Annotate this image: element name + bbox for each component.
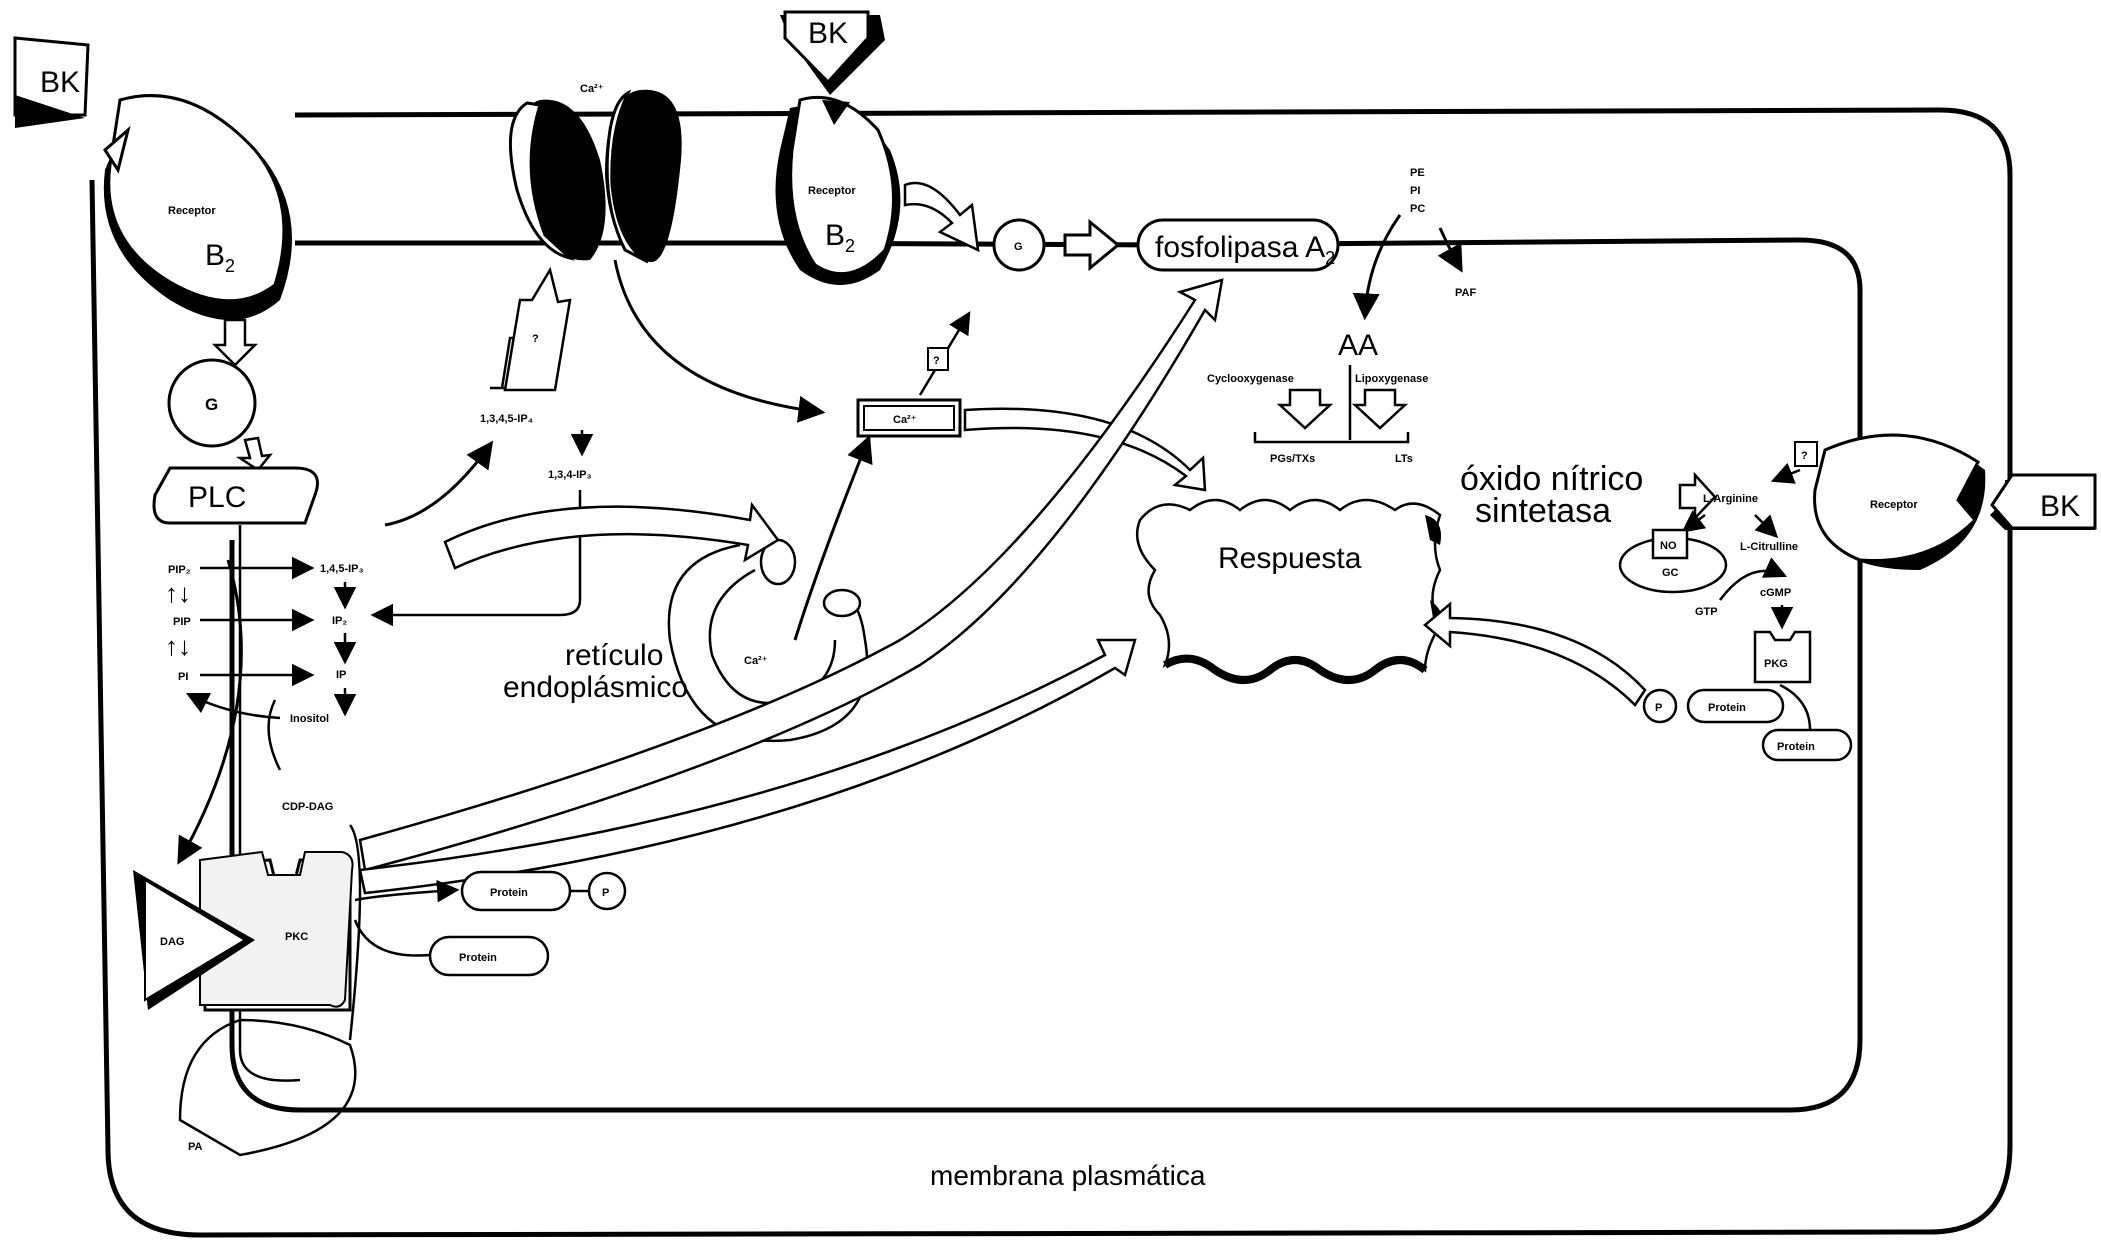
bk-ligand-left: BK	[13, 36, 90, 128]
paf-label: PAF	[1455, 287, 1476, 299]
arrow-receptor-to-g	[211, 318, 259, 367]
ca-er-label: Ca²⁺	[744, 655, 768, 667]
protein-pkg-2-label: Protein	[1777, 741, 1815, 753]
b2-center-label: B2	[825, 219, 855, 256]
fosfolipasa-label: fosfolipasa A2	[1155, 231, 1335, 268]
protein-lower-label: Protein	[459, 952, 497, 964]
bk-ligand-center: BK	[780, 10, 885, 95]
ca-box-label: Ca²⁺	[893, 414, 917, 426]
plc-enzyme: PLC	[152, 466, 319, 525]
receptor-right: Receptor	[1813, 433, 1986, 570]
inositol-label: Inositol	[290, 713, 329, 725]
cgmp-label: cGMP	[1760, 587, 1791, 599]
arrow-ca-to-respuesta	[963, 407, 1207, 492]
pi-label: PI	[178, 671, 188, 683]
lts-label: LTs	[1395, 453, 1413, 465]
pi-lipid-label: PI	[1410, 185, 1420, 197]
receptor-b2-left: Receptor B2	[103, 94, 292, 320]
l-arginine-label: L-Arginine	[1703, 493, 1758, 505]
no-label: NO	[1660, 540, 1677, 552]
receptor-right-label: Receptor	[1870, 499, 1918, 511]
ip3-145-label: 1,4,5-IP₃	[320, 563, 364, 575]
membrana-label: membrana plasmática	[930, 1160, 1206, 1191]
p-circle-2-label: P	[1655, 702, 1662, 714]
cdp-dag-label: CDP-DAG	[282, 801, 333, 813]
receptor-left-label: Receptor	[168, 205, 216, 217]
reticulo-label-1: retículo	[565, 639, 663, 672]
gc-label: GC	[1662, 567, 1679, 579]
question-ca-label: ?	[933, 355, 940, 367]
ip2-label: IP₂	[332, 615, 347, 627]
bk-label-center: BK	[808, 17, 848, 50]
arrow-ip3-to-er	[443, 501, 780, 570]
pgs-txs-label: PGs/TXs	[1270, 453, 1315, 465]
l-citrulline-label: L-Citrulline	[1740, 541, 1798, 553]
pip2-label: PIP₂	[168, 564, 191, 576]
ip4-label: 1,3,4,5-IP₄	[480, 413, 533, 425]
question-nos-label: ?	[1801, 450, 1808, 462]
respuesta-response: Respuesta	[1135, 498, 1442, 684]
arrow-pkc-to-pla2	[358, 278, 1224, 872]
dag-label: DAG	[160, 936, 184, 948]
svg-text:↑↓: ↑↓	[165, 578, 191, 608]
receptor-b2-center: Receptor B2	[775, 95, 901, 285]
g-protein-left	[167, 358, 257, 448]
ca-channel-label: Ca²⁺	[580, 83, 604, 95]
arrow-g-to-pla2	[1063, 218, 1121, 272]
ip3-134-label: 1,3,4-IP₃	[548, 469, 592, 481]
pkc-substrates: Protein P Protein	[353, 870, 627, 977]
arachidonic-acid-branch: PE PI PC PAF AA Cyclooxygenase Lipoxygen…	[1207, 167, 1476, 465]
g-center-label: G	[1014, 241, 1023, 253]
oxido-label-1: óxido nítrico	[1460, 460, 1643, 498]
pkg-label: PKG	[1764, 658, 1788, 670]
protein-p-label: Protein	[490, 887, 528, 899]
receptor-center-label: Receptor	[808, 185, 856, 197]
arrow-g-to-plc	[235, 436, 273, 472]
g-protein-center	[992, 218, 1046, 272]
inositol-phosphate-branch: 1,3,4,5-IP₄ 1,3,4-IP₃ ?	[370, 266, 594, 627]
cyclooxygenase-label: Cyclooxygenase	[1207, 373, 1294, 385]
pa-label: PA	[188, 1141, 203, 1153]
lipoxygenase-label: Lipoxygenase	[1355, 373, 1428, 385]
pe-label: PE	[1410, 167, 1425, 179]
respuesta-label: Respuesta	[1218, 542, 1362, 575]
svg-text:↑↓: ↑↓	[165, 631, 191, 661]
p-circle-1-label: P	[602, 887, 609, 899]
oxido-label-2: sintetasa	[1475, 492, 1611, 530]
phosphoinositide-cycle: PIP₂ PIP PI ↑↓ ↑↓ 1,4,5-IP₃ IP₂ IP Inosi…	[165, 525, 364, 1082]
arrow-pkc-to-respuesta	[358, 638, 1137, 895]
calcium-pool: Ca²⁺ ?	[856, 311, 971, 438]
g-left-label: G	[205, 395, 218, 414]
endoplasmic-reticulum: Ca²⁺ retículo endoplásmico	[503, 434, 873, 743]
ip-label: IP	[336, 669, 346, 681]
bk-ligand-right: BK	[1990, 473, 2097, 530]
phospholipase-a2: fosfolipasa A2	[1136, 218, 1340, 272]
nitric-oxide-pathway: óxido nítrico sintetasa L-Arginine L-Cit…	[1423, 441, 1853, 762]
plasma-membrane	[89, 107, 2013, 1238]
question-ip4-label: ?	[532, 333, 539, 345]
arrow-receptor-to-g-center	[903, 181, 980, 253]
aa-label: AA	[1338, 329, 1378, 362]
pip-label: PIP	[173, 616, 191, 628]
b2-left-label: B2	[205, 239, 235, 276]
plc-label: PLC	[188, 481, 246, 514]
reticulo-label-2: endoplásmico	[503, 671, 688, 704]
protein-pkg-label: Protein	[1708, 702, 1746, 714]
bk-label-right: BK	[2040, 490, 2080, 523]
pkc-label: PKC	[285, 931, 308, 943]
gtp-label: GTP	[1695, 606, 1718, 618]
dag-pkc-complex: DAG PKC CDP-DAG PA	[133, 801, 362, 1157]
pc-label: PC	[1410, 203, 1425, 215]
bk-label-left: BK	[40, 66, 80, 99]
calcium-channel: Ca²⁺	[508, 83, 826, 423]
